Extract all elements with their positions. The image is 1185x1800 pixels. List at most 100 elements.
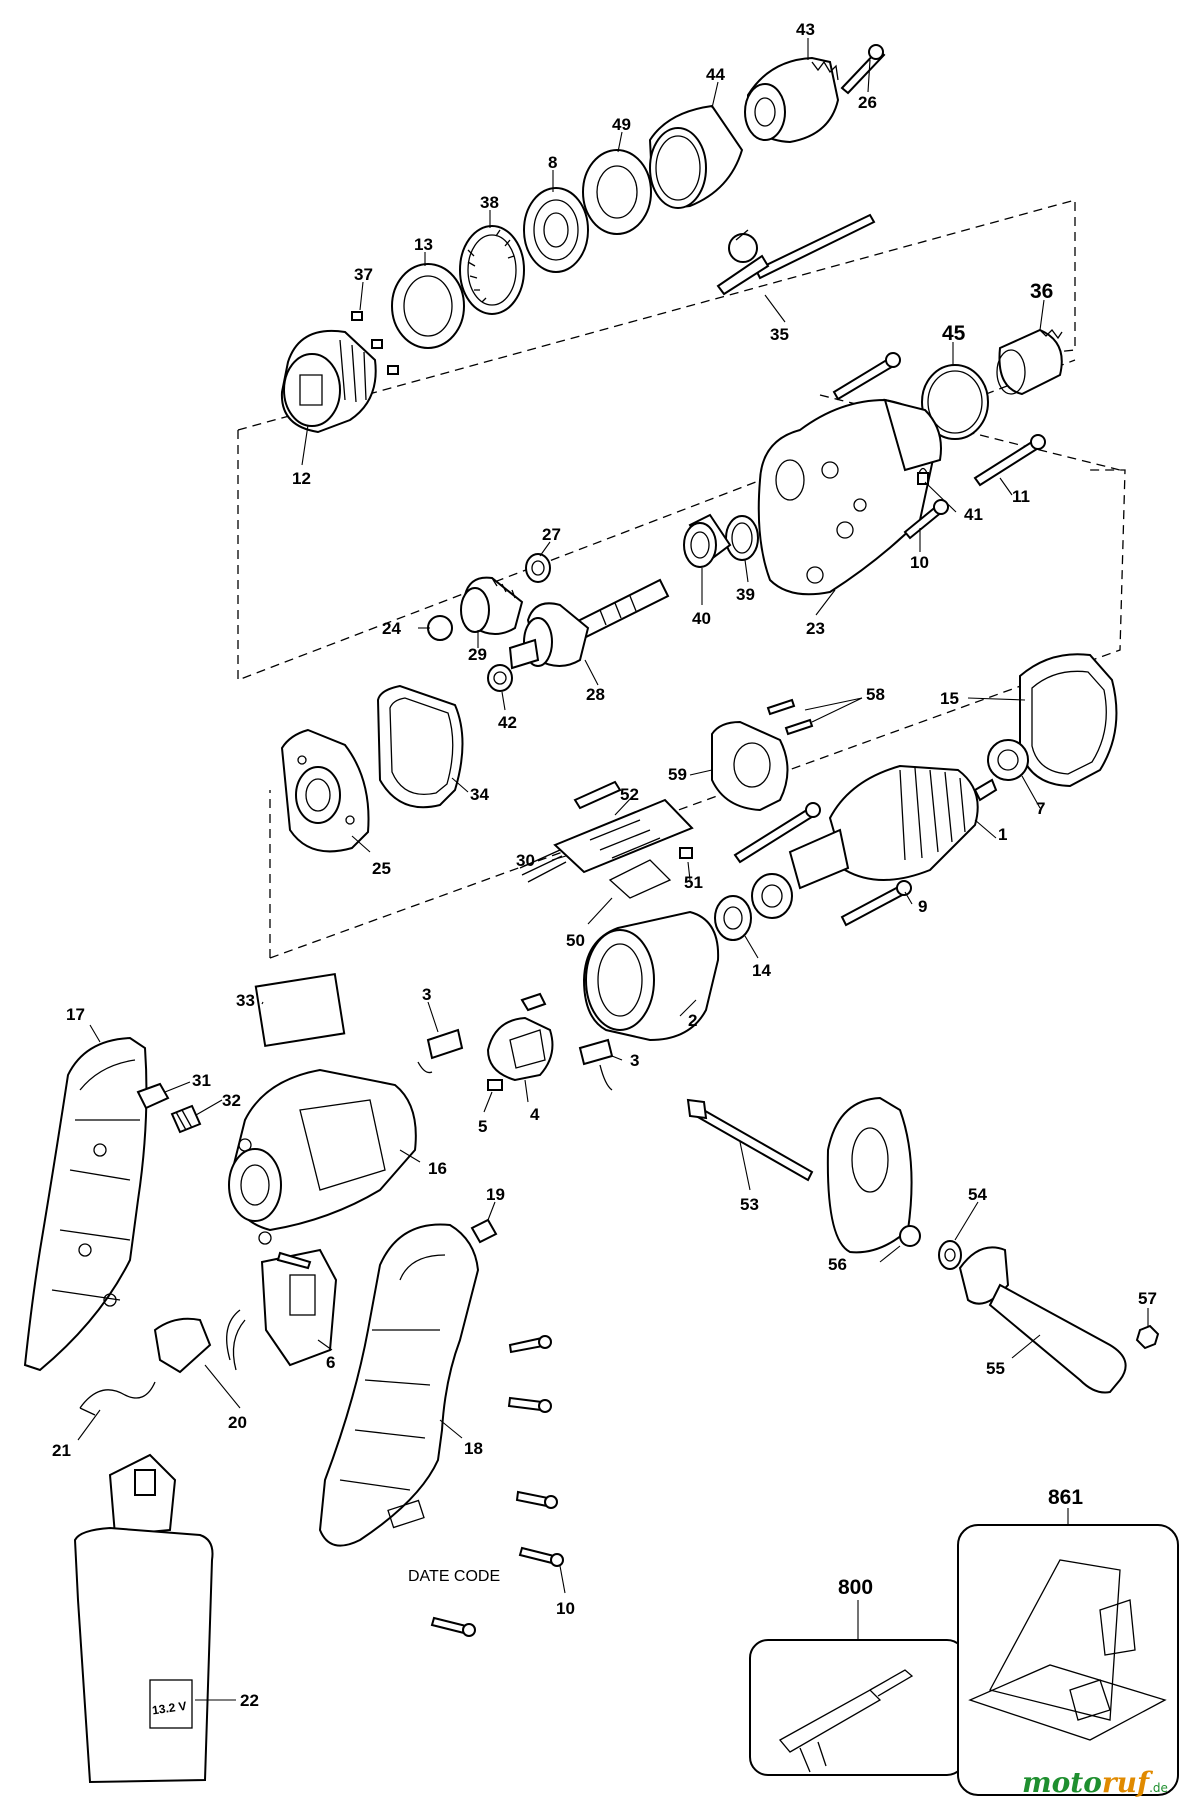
brush-3-right	[578, 1038, 614, 1091]
callout-40: 40	[692, 609, 711, 628]
handle-18	[318, 1223, 480, 1547]
callout-19: 19	[486, 1185, 505, 1204]
gasket-34	[376, 684, 464, 809]
washer-13	[391, 263, 465, 349]
lock-19	[470, 1218, 498, 1244]
callout-45: 45	[942, 322, 966, 345]
field-housing-2	[582, 910, 720, 1042]
watermark-part-2: ruf	[1102, 1766, 1154, 1799]
chuck-key-35	[716, 213, 876, 296]
callout-15: 15	[940, 689, 959, 708]
spindle-nut-36	[996, 328, 1063, 396]
callout-30: 30	[516, 851, 535, 870]
watermark-logo: motoruf.de	[1022, 1766, 1168, 1799]
ring-39	[725, 515, 759, 561]
screw-long-mid	[733, 802, 821, 864]
callout-23: 23	[806, 619, 825, 638]
callout-35: 35	[770, 325, 789, 344]
callout-18: 18	[464, 1439, 483, 1458]
screw-11	[973, 434, 1046, 487]
callout-31: 31	[192, 1071, 211, 1090]
needle-bearing-38	[459, 225, 525, 315]
callout-41: 41	[964, 505, 983, 524]
callout-labels: 43 26 44 49 8 38 13 37 12 35 36 45 11 41…	[52, 20, 1157, 1717]
screws-10-handle	[276, 1251, 564, 1637]
armature-1	[788, 764, 998, 890]
callout-861: 861	[1048, 1486, 1083, 1509]
brush-holder-4	[486, 992, 554, 1082]
carry-case-861	[957, 1524, 1179, 1796]
callout-34: 34	[470, 785, 489, 804]
date-code-label: DATE CODE	[408, 1568, 500, 1585]
callout-26: 26	[858, 93, 877, 112]
baffle-59	[711, 720, 789, 812]
sleeve-44	[648, 104, 744, 209]
bearing-40	[683, 513, 732, 568]
callout-37: 37	[354, 265, 373, 284]
callout-44: 44	[706, 65, 725, 84]
callout-39: 39	[736, 585, 755, 604]
callout-6: 6	[326, 1353, 335, 1372]
callout-53: 53	[740, 1195, 759, 1214]
callout-800: 800	[838, 1576, 873, 1599]
side-handle-55	[958, 1246, 1127, 1394]
callout-33: 33	[236, 991, 255, 1010]
callout-57: 57	[1138, 1289, 1157, 1308]
end-cap-17	[23, 1036, 148, 1372]
bearing-8	[523, 187, 589, 273]
callout-10-bottom: 10	[556, 1599, 575, 1618]
screw-long-top	[832, 352, 901, 401]
spring-clip-21	[79, 1381, 156, 1416]
callout-38: 38	[480, 193, 499, 212]
clamp-56	[826, 1096, 921, 1254]
nut-57	[1135, 1324, 1160, 1350]
bushing-24	[427, 615, 453, 641]
callout-10-top: 10	[910, 553, 929, 572]
callout-21: 21	[52, 1441, 71, 1460]
callout-55: 55	[986, 1359, 1005, 1378]
callout-22: 22	[240, 1691, 259, 1710]
rod-53	[686, 1098, 814, 1182]
pin-41	[917, 467, 929, 485]
chuck-43	[744, 56, 840, 144]
bearing-7	[987, 739, 1029, 781]
callout-14: 14	[752, 961, 771, 980]
callout-11: 11	[1012, 487, 1030, 506]
callout-28: 28	[586, 685, 605, 704]
brush-3-left	[417, 1028, 464, 1074]
washer-54	[938, 1240, 962, 1270]
callout-43: 43	[796, 20, 815, 39]
callout-24: 24	[382, 619, 401, 638]
callout-58: 58	[866, 685, 885, 704]
callout-36: 36	[1030, 280, 1053, 303]
spindle-28	[508, 578, 670, 670]
callout-50: 50	[566, 931, 585, 950]
callout-5: 5	[478, 1117, 487, 1136]
screws-58	[766, 698, 814, 736]
callout-3-left: 3	[422, 985, 431, 1004]
callout-42: 42	[498, 713, 517, 732]
callout-12: 12	[292, 469, 311, 488]
collar-12	[280, 329, 377, 434]
callout-27: 27	[542, 525, 561, 544]
bearing-14	[714, 873, 793, 941]
watermark-part-1: moto	[1022, 1766, 1102, 1799]
callout-59: 59	[668, 765, 687, 784]
circuit-board-30	[519, 780, 694, 883]
callout-54: 54	[968, 1185, 987, 1204]
callout-13: 13	[414, 235, 433, 254]
callout-9: 9	[918, 897, 927, 916]
callout-17: 17	[66, 1005, 85, 1024]
callout-2: 2	[688, 1011, 697, 1030]
callout-16: 16	[428, 1159, 447, 1178]
callout-20: 20	[228, 1413, 247, 1432]
terminal-20	[153, 1317, 212, 1374]
set-screw-37	[351, 311, 399, 375]
battery-voltage-marking: 13.2 V	[151, 1699, 187, 1718]
motor-housing-16	[228, 1068, 417, 1245]
retaining-ring-45	[921, 364, 989, 440]
callout-3-right: 3	[630, 1051, 639, 1070]
callout-51: 51	[684, 873, 703, 892]
brush-spring-5	[487, 1079, 503, 1091]
label-33	[254, 972, 346, 1048]
